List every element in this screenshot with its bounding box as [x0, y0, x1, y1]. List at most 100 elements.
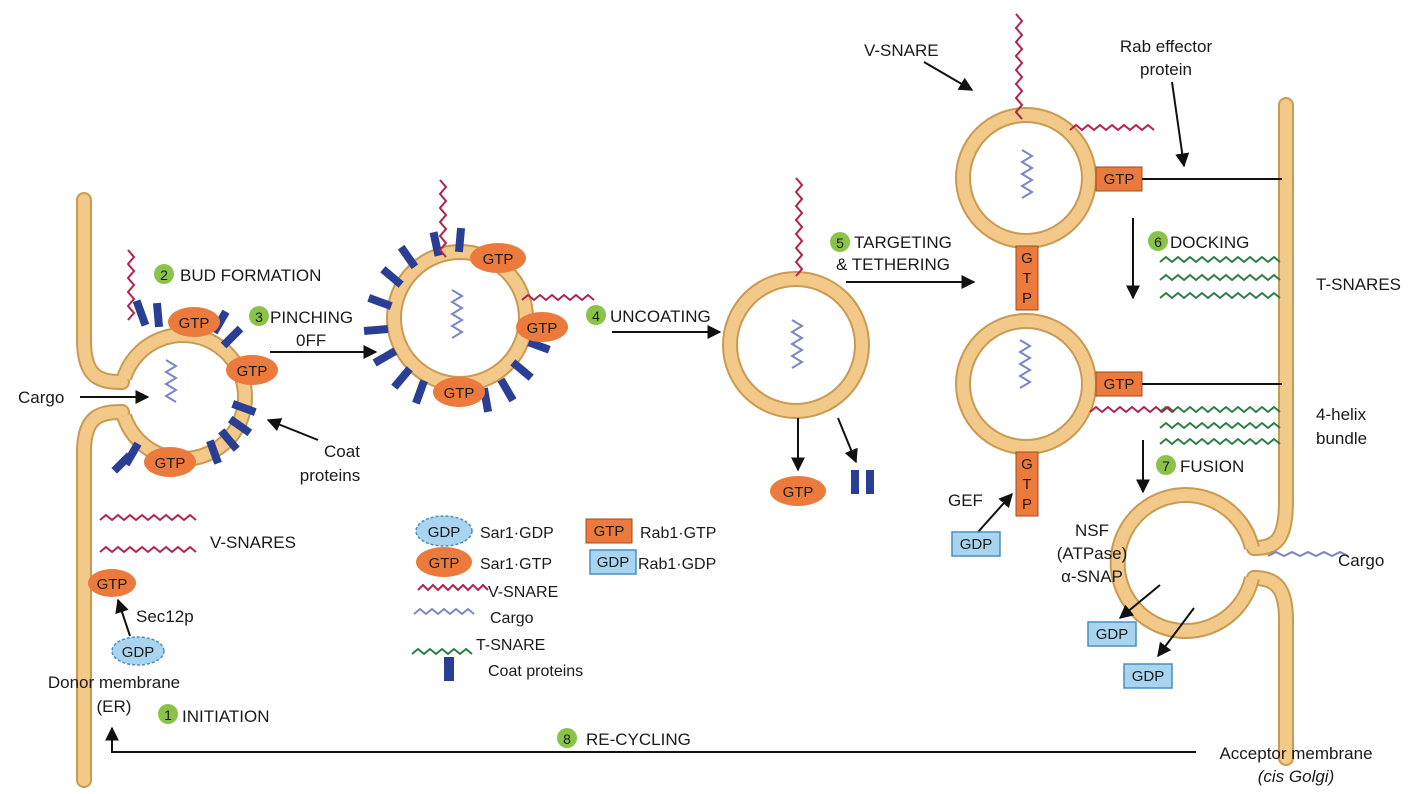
svg-text:Sar1·GTP: Sar1·GTP	[480, 556, 552, 573]
vesicle-v-snare	[438, 179, 448, 258]
step-7-fusion: 7 FUSION	[1156, 455, 1244, 476]
tethered-vesicle	[955, 107, 1097, 249]
released-coat-proteins	[851, 470, 874, 494]
t-snares-bundle	[1159, 405, 1281, 446]
svg-text:Sar1·GDP: Sar1·GDP	[480, 525, 554, 542]
step-3-pinching-off: 3 PINCHING 0FF	[249, 306, 353, 350]
coat-proteins-label: proteins	[300, 466, 360, 485]
t-snares-label: T-SNARES	[1316, 275, 1401, 294]
nsf-label: (ATPase)	[1057, 544, 1128, 563]
svg-text:3: 3	[255, 309, 263, 325]
svg-text:GTP: GTP	[594, 523, 625, 540]
gtp-oval: GTP	[88, 569, 136, 597]
gef-label: GEF	[948, 491, 983, 510]
legend-coat-proteins: Coat proteins	[444, 657, 583, 681]
svg-text:T: T	[1022, 476, 1031, 493]
legend-sar1-gdp: GDP Sar1·GDP	[415, 515, 554, 547]
svg-text:GTP: GTP	[444, 385, 475, 402]
uncoated-cargo	[790, 319, 804, 369]
rab-effector-label: Rab effector	[1120, 37, 1213, 56]
legend-rab1-gtp: GTP Rab1·GTP	[585, 518, 716, 544]
nsf-label: α-SNAP	[1061, 567, 1123, 586]
svg-text:T-SNARE: T-SNARE	[476, 637, 545, 654]
legend-t-snare: T-SNARE	[411, 637, 545, 656]
vesicle-v-snare	[521, 293, 595, 302]
svg-text:& TETHERING: & TETHERING	[836, 255, 950, 274]
rab1-gtp-vertical-box: G T P	[1015, 451, 1039, 517]
svg-text:8: 8	[563, 731, 571, 747]
gdp-box: GDP	[1123, 663, 1173, 689]
cargo-label: Cargo	[1338, 551, 1384, 570]
donor-membrane-label: Donor membrane	[48, 673, 180, 692]
t-snares-docking	[1159, 255, 1281, 300]
released-coat-arrow	[837, 417, 858, 464]
svg-text:GDP: GDP	[960, 536, 993, 553]
svg-text:7: 7	[1162, 458, 1170, 474]
svg-text:5: 5	[836, 235, 844, 251]
cis-golgi-label: (cis Golgi)	[1258, 767, 1335, 786]
svg-text:GTP: GTP	[527, 320, 558, 337]
svg-text:GDP: GDP	[122, 644, 155, 661]
svg-text:GDP: GDP	[1096, 626, 1129, 643]
nsf-label: NSF	[1075, 521, 1109, 540]
gtp-oval: GTP	[433, 377, 485, 407]
gtp-oval: GTP	[144, 447, 196, 477]
fused-cargo	[1267, 550, 1349, 558]
gtp-oval: GTP	[770, 476, 826, 506]
svg-text:INITIATION: INITIATION	[182, 707, 270, 726]
rab1-gtp-box: GTP	[1095, 371, 1143, 397]
nsf-arrow	[1118, 584, 1161, 619]
svg-text:GTP: GTP	[179, 315, 210, 332]
svg-text:1: 1	[164, 707, 172, 723]
docked-cargo	[1018, 339, 1032, 389]
bud-v-snare	[126, 249, 136, 321]
svg-text:0FF: 0FF	[296, 331, 326, 350]
uncoated-vesicle	[722, 271, 870, 419]
svg-text:Cargo: Cargo	[490, 610, 534, 627]
legend-rab1-gdp: GDP Rab1·GDP	[589, 549, 716, 575]
svg-text:P: P	[1022, 290, 1032, 307]
svg-text:RE-CYCLING: RE-CYCLING	[586, 730, 691, 749]
svg-text:T: T	[1022, 270, 1031, 287]
svg-text:G: G	[1021, 250, 1033, 267]
tethered-cargo	[1020, 149, 1034, 199]
gef-arrow	[977, 492, 1013, 533]
v-snare-label: V-SNARE	[864, 41, 939, 60]
svg-text:GTP: GTP	[1104, 171, 1135, 188]
step-5-targeting-tethering: 5 TARGETING & TETHERING	[830, 232, 952, 274]
donor-membrane	[76, 192, 254, 788]
docked-vesicle	[955, 313, 1097, 455]
svg-text:GDP: GDP	[428, 524, 461, 541]
svg-text:FUSION: FUSION	[1180, 457, 1244, 476]
er-v-snare	[99, 545, 197, 554]
sec12p-label: Sec12p	[136, 607, 194, 626]
gtp-oval: GTP	[516, 312, 568, 342]
step-8-recycling: 8 RE-CYCLING	[557, 728, 691, 749]
bud-coat-proteins	[111, 299, 257, 474]
svg-text:GTP: GTP	[429, 555, 460, 572]
svg-text:DOCKING: DOCKING	[1170, 233, 1249, 252]
gdp-box: GDP	[951, 531, 1001, 557]
svg-text:GTP: GTP	[783, 484, 814, 501]
gtp-oval: GTP	[168, 307, 220, 337]
step-6-docking: 6 DOCKING	[1148, 231, 1249, 252]
svg-text:TARGETING: TARGETING	[854, 233, 952, 252]
svg-text:Coat proteins: Coat proteins	[488, 663, 583, 680]
svg-text:GTP: GTP	[97, 576, 128, 593]
er-v-snare	[99, 513, 197, 522]
rab1-gtp-vertical-box: G T P	[1015, 245, 1039, 311]
docked-v-snare	[1089, 405, 1175, 414]
svg-text:G: G	[1021, 456, 1033, 473]
bud-cargo	[164, 359, 178, 403]
svg-text:UNCOATING: UNCOATING	[610, 307, 711, 326]
svg-text:Rab1·GDP: Rab1·GDP	[638, 556, 716, 573]
legend-v-snare: V-SNARE	[417, 583, 558, 601]
four-helix-label: 4-helix	[1316, 405, 1367, 424]
svg-text:6: 6	[1154, 234, 1162, 250]
legend-sar1-gtp: GTP Sar1·GTP	[416, 547, 552, 577]
vesicle-cargo	[450, 289, 464, 339]
svg-text:PINCHING: PINCHING	[270, 308, 353, 327]
svg-text:GDP: GDP	[597, 554, 630, 571]
svg-text:BUD FORMATION: BUD FORMATION	[180, 266, 321, 285]
